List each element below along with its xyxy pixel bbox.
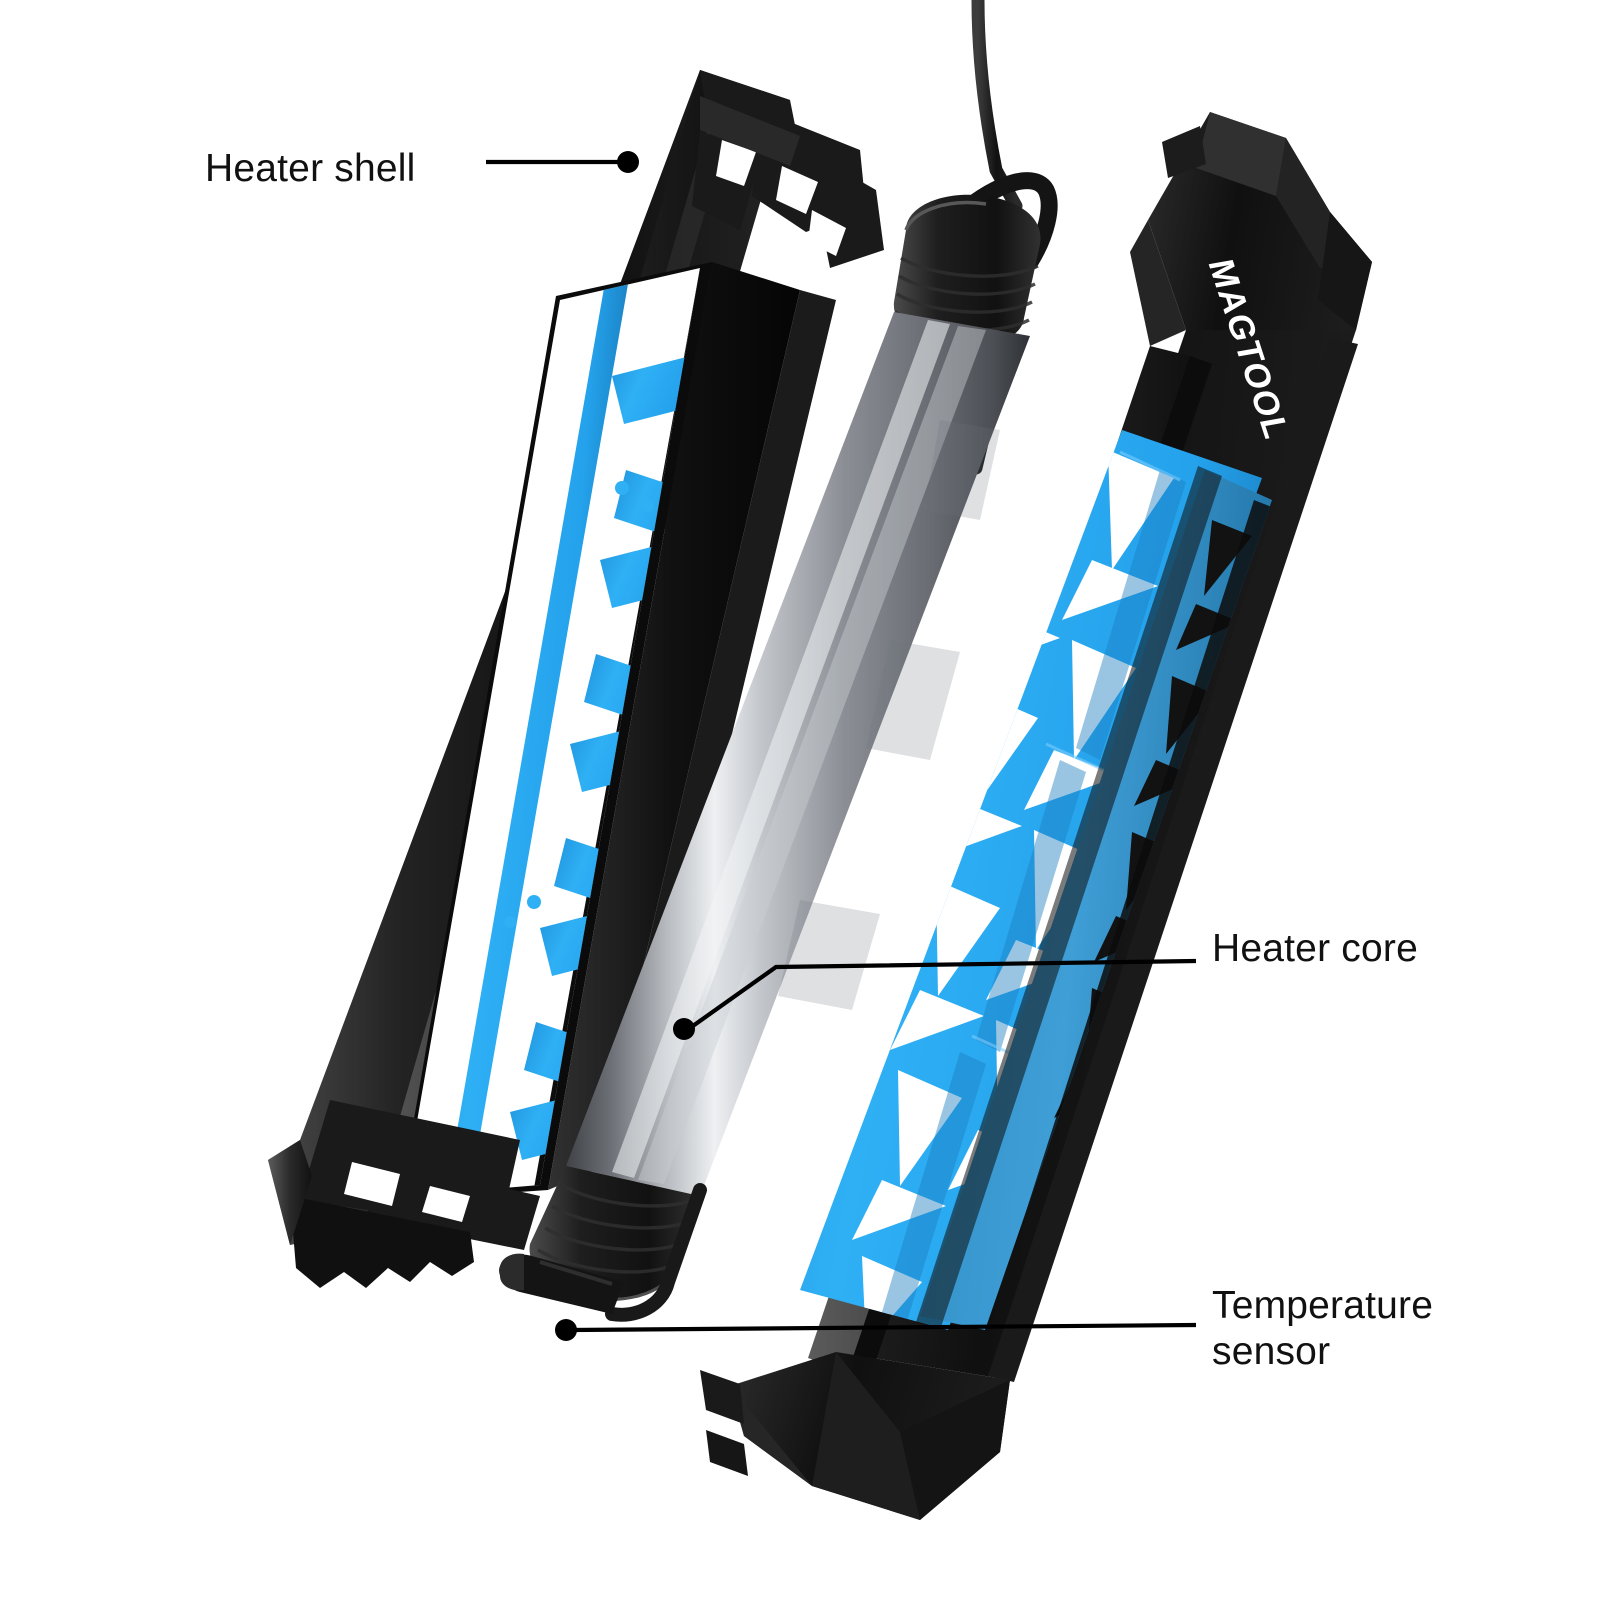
callout-label-heater-core: Heater core bbox=[1212, 927, 1418, 970]
left-shell-top-rib-holes bbox=[716, 140, 846, 256]
leader-heater-core bbox=[688, 958, 1197, 1030]
left-shell-bottom-cap bbox=[268, 1140, 312, 1245]
leader-temperature-sensor bbox=[571, 1322, 1197, 1333]
core-bottom-strut bbox=[605, 1183, 707, 1322]
core-handle-loop bbox=[951, 172, 1058, 271]
temperature-sensor-probe[interactable] bbox=[499, 1253, 624, 1314]
core-body bbox=[566, 312, 1030, 1196]
right-shell-right-rail bbox=[988, 338, 1358, 1382]
right-shell-top-cap bbox=[1130, 112, 1372, 372]
right-shell-lattice-divider bbox=[916, 466, 1222, 1330]
dot-heater-core bbox=[673, 1018, 695, 1040]
right-shell-bottom-cap bbox=[700, 1352, 1010, 1520]
core-specular-soft bbox=[638, 326, 986, 1184]
callout-dots bbox=[555, 151, 695, 1341]
callout-label-temperature-sensor: Temperature sensor bbox=[1212, 1284, 1434, 1374]
core-specular bbox=[612, 320, 950, 1178]
dot-heater-shell bbox=[617, 151, 639, 173]
left-shell-bottom-notches bbox=[290, 1196, 474, 1288]
part-heater-core[interactable] bbox=[499, 0, 1058, 1322]
left-shell-front-wall bbox=[548, 262, 800, 1190]
power-cable bbox=[971, 0, 1023, 213]
callout-leaders bbox=[486, 159, 1197, 1333]
left-shell-top-rib-shadow bbox=[700, 96, 800, 166]
core-texture bbox=[778, 420, 1000, 1010]
callout-label-heater-shell: Heater shell bbox=[205, 147, 416, 190]
left-shell-bottom-rib-holes bbox=[344, 1162, 470, 1222]
core-bottom-cap bbox=[529, 1166, 700, 1301]
part-heater-shell-left[interactable] bbox=[268, 70, 884, 1288]
dot-temperature-sensor bbox=[555, 1319, 577, 1341]
